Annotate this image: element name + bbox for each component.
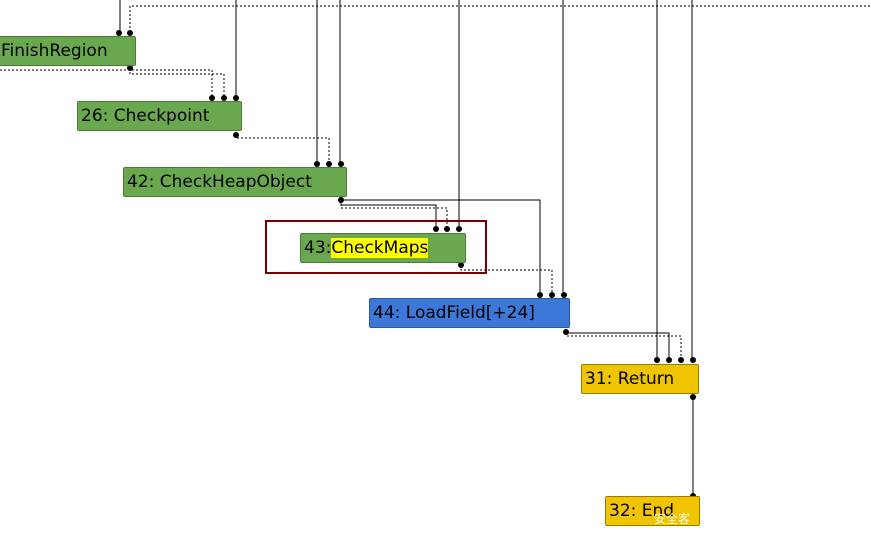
node-check-heap-object[interactable]: 42: CheckHeapObject bbox=[123, 167, 347, 197]
node-label: End bbox=[641, 501, 675, 521]
node-label: Checkpoint bbox=[113, 106, 210, 126]
node-id: 43: bbox=[304, 238, 332, 258]
node-id: 32: bbox=[609, 501, 637, 521]
edge bbox=[566, 332, 670, 359]
port-dot bbox=[456, 226, 462, 232]
port-dot bbox=[233, 132, 239, 138]
watermark: 安全客 bbox=[654, 512, 691, 526]
node-label: FinishRegion bbox=[1, 41, 108, 61]
port-dot bbox=[221, 95, 227, 101]
edge-dotted bbox=[235, 135, 330, 163]
node-id: 44: bbox=[373, 303, 401, 323]
node-id: 26: bbox=[81, 106, 109, 126]
node-label: Return bbox=[617, 369, 675, 389]
node-return[interactable]: 31: Return bbox=[581, 364, 699, 394]
port-dot bbox=[326, 161, 332, 167]
port-dot bbox=[433, 226, 439, 232]
node-finish-region[interactable]: FinishRegion bbox=[0, 36, 136, 66]
port-dot bbox=[233, 95, 239, 101]
edge-dotted bbox=[340, 200, 448, 228]
port-dot bbox=[116, 30, 122, 36]
port-dot bbox=[444, 226, 450, 232]
search-highlight: CheckMaps bbox=[331, 238, 429, 258]
node-id: 42: bbox=[127, 172, 155, 192]
node-checkpoint[interactable]: 26: Checkpoint bbox=[77, 101, 242, 131]
port-dot bbox=[563, 329, 569, 335]
edge-dotted bbox=[0, 69, 213, 97]
port-dot bbox=[127, 65, 133, 71]
port-dot bbox=[127, 30, 133, 36]
edge-dotted bbox=[129, 5, 871, 32]
port-dot bbox=[549, 292, 555, 298]
edge-dotted bbox=[460, 265, 553, 294]
port-dot bbox=[338, 197, 344, 203]
edge bbox=[341, 199, 541, 294]
port-dot bbox=[458, 262, 464, 268]
edge-dotted bbox=[565, 333, 682, 359]
port-dot bbox=[666, 357, 672, 363]
node-end[interactable]: 32: End bbox=[605, 496, 700, 526]
node-load-field[interactable]: 44: LoadField[+24] bbox=[369, 298, 570, 328]
port-dot bbox=[690, 394, 696, 400]
node-check-maps[interactable]: 43:CheckMaps bbox=[300, 233, 466, 263]
port-dot bbox=[561, 292, 567, 298]
node-label: CheckHeapObject bbox=[159, 172, 312, 192]
port-dot bbox=[338, 161, 344, 167]
port-dot bbox=[537, 292, 543, 298]
edge-dotted bbox=[129, 68, 225, 97]
port-dot bbox=[678, 357, 684, 363]
node-label: LoadField[+24] bbox=[405, 303, 535, 323]
port-dot bbox=[654, 357, 660, 363]
node-id: 31: bbox=[585, 369, 613, 389]
port-dot bbox=[314, 161, 320, 167]
selection-highlight-box bbox=[265, 220, 487, 274]
port-dot bbox=[690, 357, 696, 363]
port-dot bbox=[209, 95, 215, 101]
